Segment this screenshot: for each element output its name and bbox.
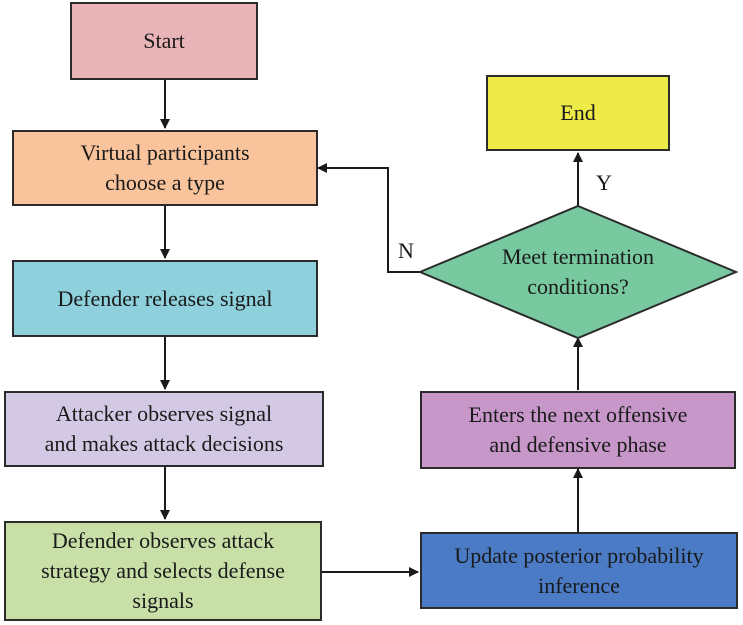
update-posterior-node: Update posterior probability inference — [420, 532, 738, 609]
decision-label: Meet termination conditions? — [470, 242, 686, 302]
arrow-decision-to-choose — [317, 163, 420, 273]
decision-line-1: Meet termination — [501, 244, 655, 269]
start-node: Start — [70, 2, 258, 80]
defender-selects-line-3: signals — [132, 588, 194, 613]
update-posterior-line-1: Update posterior probability — [454, 542, 704, 568]
next-phase-node: Enters the next offensive and defensive … — [420, 391, 736, 469]
choose-type-line-2: choose a type — [105, 170, 225, 195]
choose-type-node: Virtual participants choose a type — [12, 130, 318, 206]
attacker-observes-node: Attacker observes signal and makes attac… — [4, 391, 324, 467]
next-phase-line-1: Enters the next offensive — [468, 402, 688, 427]
choose-type-line-1: Virtual participants — [80, 140, 250, 165]
start-node-label: Start — [143, 28, 185, 53]
next-phase-line-2: and defensive phase — [489, 432, 667, 457]
no-edge-label: N — [398, 238, 414, 263]
attacker-observes-line-1: Attacker observes signal — [55, 401, 273, 426]
update-posterior-line-2: inference — [538, 572, 620, 598]
end-node: End — [486, 75, 670, 151]
release-signal-label: Defender releases signal — [57, 285, 273, 311]
release-signal-node: Defender releases signal — [12, 260, 318, 337]
defender-selects-line-1: Defender observes attack — [51, 528, 275, 553]
attacker-observes-line-2: and makes attack decisions — [44, 431, 284, 456]
defender-selects-node: Defender observes attack strategy and se… — [4, 521, 322, 621]
end-node-label: End — [560, 100, 596, 125]
yes-edge-label: Y — [596, 170, 612, 195]
defender-selects-line-2: strategy and selects defense — [41, 558, 285, 583]
decision-line-2: conditions? — [527, 274, 629, 299]
